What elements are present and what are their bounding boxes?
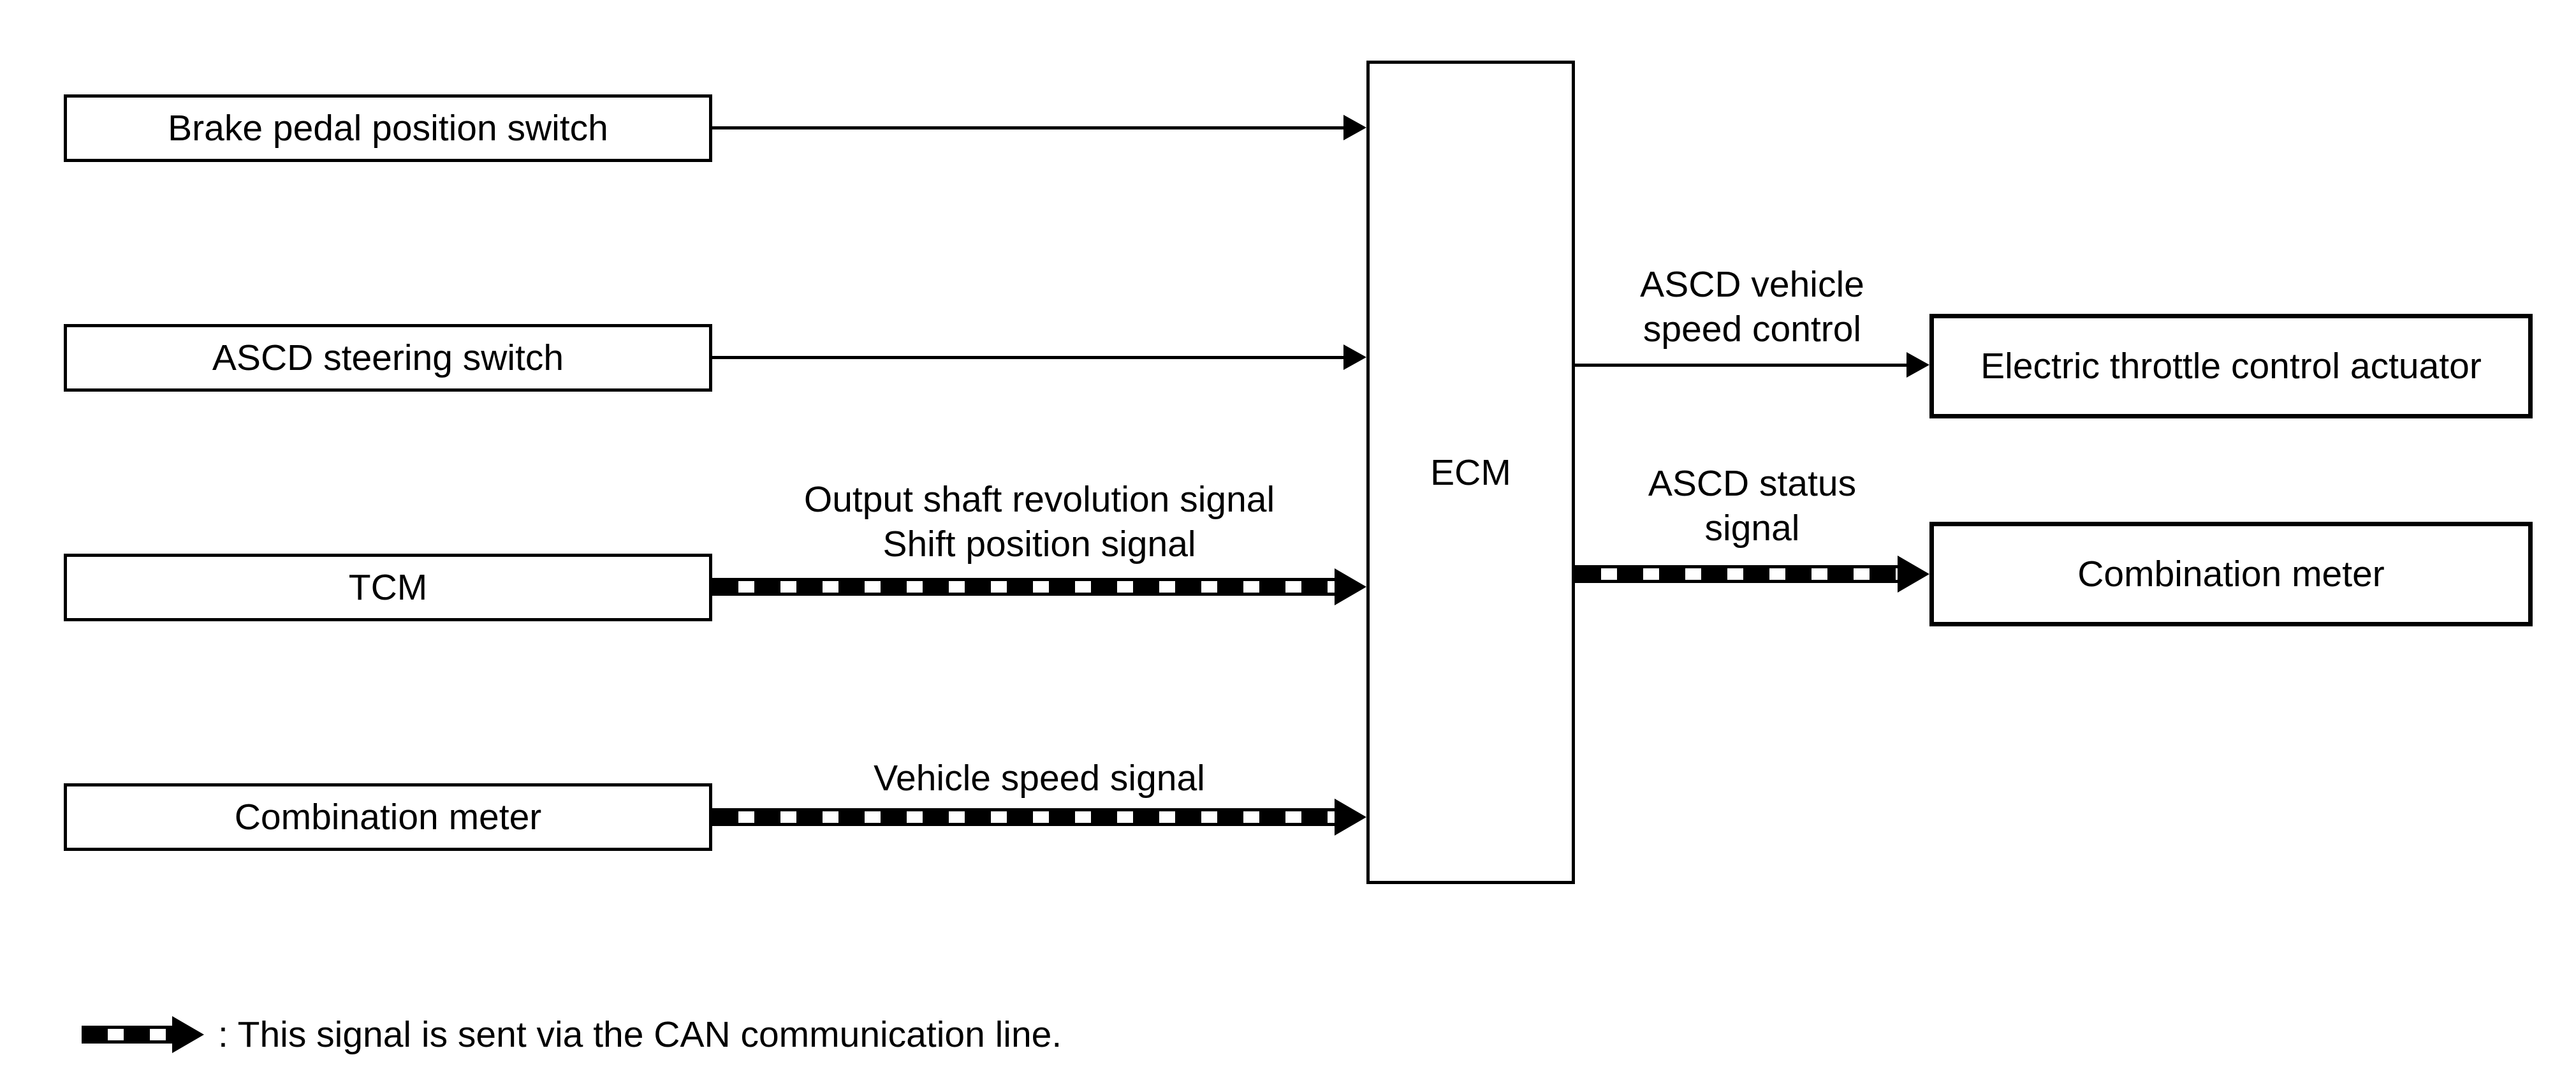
node-label: ECM — [1430, 452, 1511, 493]
node-label: Brake pedal position switch — [168, 108, 608, 149]
arrowhead-icon — [1335, 568, 1366, 605]
node-label: TCM — [348, 567, 428, 608]
arrowhead-icon — [1343, 115, 1366, 140]
can-line — [82, 1026, 172, 1044]
legend: : This signal is sent via the CAN commun… — [82, 1014, 1062, 1055]
node-brake-pedal-position-switch: Brake pedal position switch — [64, 94, 712, 162]
label-line: signal — [1704, 508, 1800, 549]
arrow-line — [712, 126, 1343, 129]
label-line: Shift position signal — [882, 524, 1196, 565]
legend-text: : This signal is sent via the CAN commun… — [218, 1014, 1062, 1055]
node-combination-meter-output: Combination meter — [1929, 522, 2533, 626]
label-line: speed control — [1643, 309, 1862, 350]
node-electric-throttle-control-actuator: Electric throttle control actuator — [1929, 314, 2533, 418]
label-ascd-vehicle-speed-control: ASCD vehicle speed control — [1529, 262, 1975, 351]
node-label: Combination meter — [234, 797, 542, 838]
arrowhead-icon — [1343, 344, 1366, 370]
can-line — [712, 808, 1335, 826]
node-combination-meter-input: Combination meter — [64, 783, 712, 851]
node-tcm: TCM — [64, 554, 712, 621]
label-ascd-status-signal: ASCD status signal — [1529, 461, 1975, 550]
label-line: Output shaft revolution signal — [803, 479, 1275, 520]
node-label: Combination meter — [2077, 554, 2385, 594]
label-line: Vehicle speed signal — [874, 758, 1205, 799]
arrowhead-icon — [1335, 799, 1366, 836]
can-line — [712, 578, 1335, 596]
arrowhead-icon — [172, 1016, 204, 1053]
node-ecm: ECM — [1366, 61, 1575, 884]
arrowhead-icon — [1906, 352, 1929, 378]
label-tcm-signals: Output shaft revolution signal Shift pos… — [689, 477, 1390, 566]
arrow-line — [712, 356, 1343, 359]
node-label: ASCD steering switch — [212, 337, 564, 378]
node-ascd-steering-switch: ASCD steering switch — [64, 324, 712, 392]
label-vehicle-speed-signal: Vehicle speed signal — [689, 756, 1390, 801]
arrow-line — [1575, 364, 1906, 367]
label-line: ASCD status — [1648, 463, 1857, 504]
node-label: Electric throttle control actuator — [1980, 346, 2482, 387]
arrowhead-icon — [1898, 556, 1929, 593]
can-line — [1575, 565, 1898, 583]
can-arrow-legend-icon — [82, 1016, 204, 1053]
label-line: ASCD vehicle — [1640, 264, 1864, 305]
